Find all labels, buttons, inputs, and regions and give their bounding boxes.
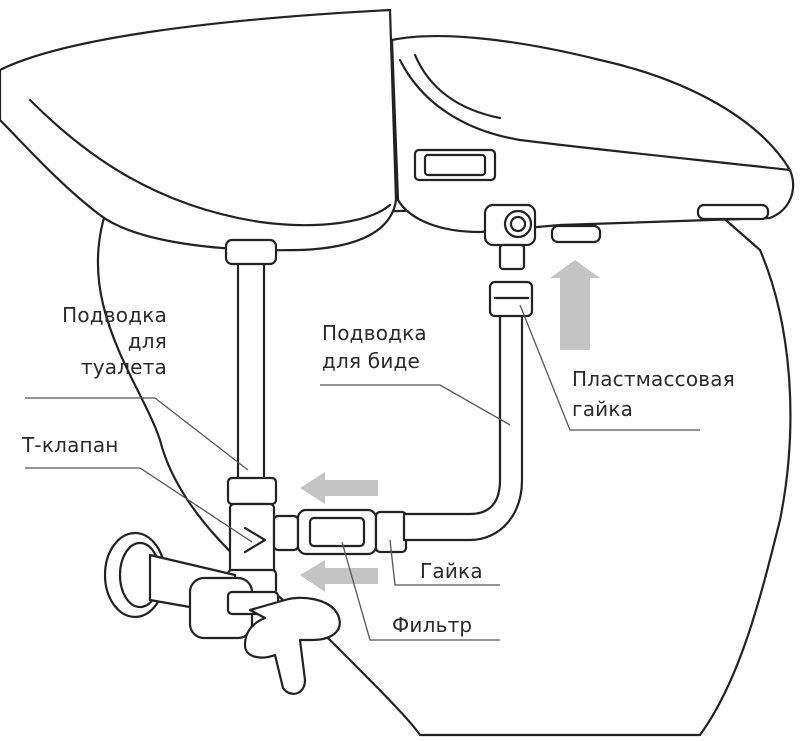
label-toilet-supply-line3: туалета [2,356,167,378]
shutoff-valve-handle [245,598,340,694]
label-toilet-supply-line2: для [2,330,167,352]
toilet-supply-pipe [238,242,264,482]
label-nut: Гайка [420,560,483,582]
bidet-inlet-port-inner [511,217,525,231]
label-bidet-supply-line2: для биде [322,350,420,372]
t-valve-top-nut [228,478,276,504]
t-valve-side-outlet [274,516,298,550]
bidet-seat-foot [552,226,600,242]
label-plastic-nut-line1: Пластмассовая [572,368,735,390]
bidet-control-window-inner [425,155,485,175]
label-plastic-nut-line2: гайка [572,398,633,420]
label-filter: Фильтр [392,614,472,636]
toilet-supply-top-cap [226,240,276,264]
t-valve-body [230,504,274,574]
bidet-inlet-stem [500,245,524,269]
label-bidet-supply-line1: Подводка [322,322,427,344]
label-t-valve: Т-клапан [22,434,119,456]
label-toilet-supply-line1: Подводка [2,304,167,326]
bidet-seat-unit [392,36,793,232]
toilet-bowl [0,10,396,250]
filter-inner [310,518,364,546]
toilet-base [98,200,791,735]
bidet-seat-foot-right [698,205,768,219]
